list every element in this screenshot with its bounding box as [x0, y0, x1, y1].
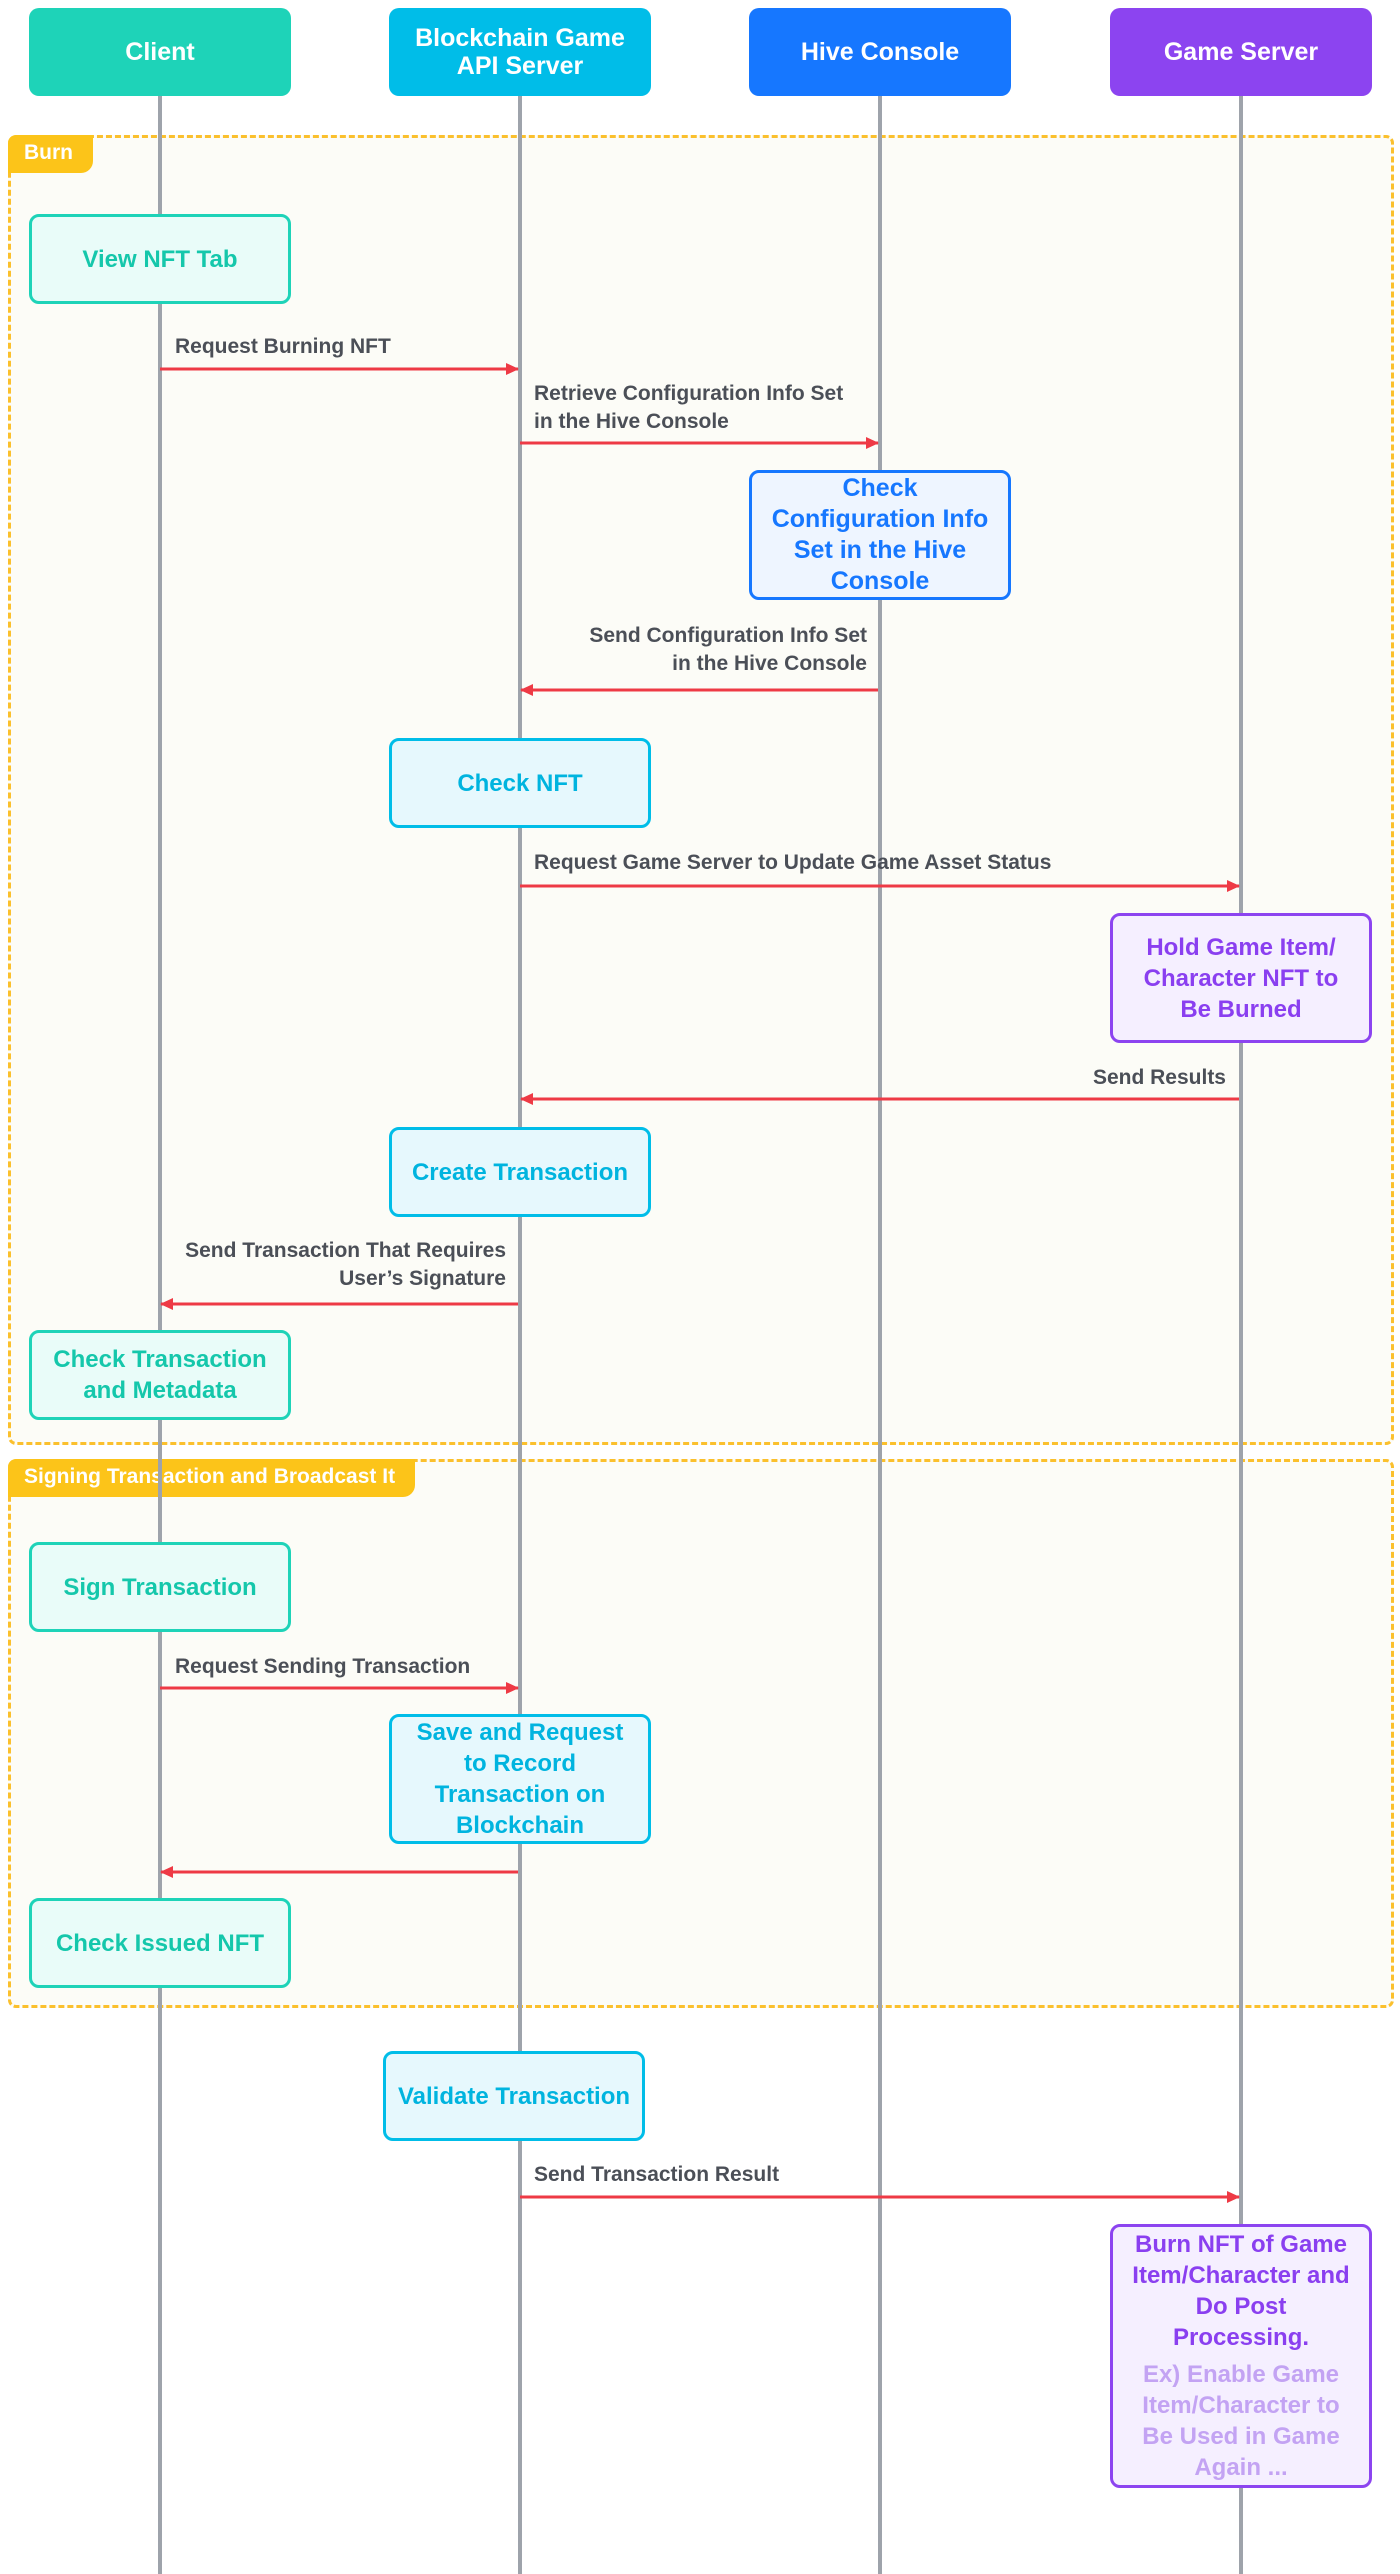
participant-api-server-label: Blockchain Game API Server	[415, 24, 625, 80]
msg-send-config: Send Configuration Info Set in the Hive …	[560, 622, 867, 678]
msg-send-tx-signature-line1: Send Transaction That Requires	[185, 1239, 506, 1262]
msg-retrieve-config-line1: Retrieve Configuration Info Set	[534, 382, 844, 405]
burn-frame: Burn	[8, 135, 1394, 1445]
msg-send-config-line1: Send Configuration Info Set	[589, 624, 867, 647]
burn-frame-label: Burn	[8, 135, 93, 173]
box-check-issued-nft: Check Issued NFT	[29, 1898, 291, 1988]
msg-retrieve-config-line2: in the Hive Console	[534, 410, 729, 433]
msg-send-results: Send Results	[1092, 1066, 1226, 1089]
box-check-configuration: Check Configuration Info Set in the Hive…	[749, 470, 1011, 600]
msg-send-config-line2: in the Hive Console	[672, 652, 867, 675]
box-view-nft-tab: View NFT Tab	[29, 214, 291, 304]
box-validate-transaction: Validate Transaction	[383, 2051, 645, 2141]
msg-send-tx-signature-line2: User’s Signature	[339, 1267, 506, 1290]
box-burn-nft: Burn NFT of Game Item/Character and Do P…	[1110, 2224, 1372, 2488]
signing-frame-label: Signing Transaction and Broadcast It	[8, 1459, 416, 1497]
box-hold-game-item: Hold Game Item/ Character NFT to Be Burn…	[1110, 913, 1372, 1043]
participant-game-server: Game Server	[1110, 8, 1372, 96]
game-lifeline	[1239, 96, 1243, 2574]
box-check-nft: Check NFT	[389, 738, 651, 828]
hive-lifeline	[878, 96, 882, 2574]
msg-send-tx-result: Send Transaction Result	[534, 2163, 780, 2186]
api-lifeline	[518, 96, 522, 2574]
box-burn-nft-text: Burn NFT of Game Item/Character and Do P…	[1132, 2231, 1350, 2351]
box-create-transaction: Create Transaction	[389, 1127, 651, 1217]
participant-api-server: Blockchain Game API Server	[389, 8, 651, 96]
box-save-request-record: Save and Request to Record Transaction o…	[389, 1714, 651, 1844]
msg-request-update: Request Game Server to Update Game Asset…	[534, 851, 1052, 874]
box-burn-nft-note: Ex) Enable Game Item/Character to Be Use…	[1142, 2361, 1340, 2481]
msg-request-burning: Request Burning NFT	[175, 335, 391, 358]
msg-retrieve-config: Retrieve Configuration Info Set in the H…	[534, 380, 843, 436]
msg-request-sending: Request Sending Transaction	[175, 1655, 471, 1678]
participant-client: Client	[29, 8, 291, 96]
msg-send-tx-signature: Send Transaction That Requires User’s Si…	[160, 1237, 506, 1293]
participant-hive-console: Hive Console	[749, 8, 1011, 96]
box-sign-transaction: Sign Transaction	[29, 1542, 291, 1632]
box-check-transaction-metadata: Check Transaction and Metadata	[29, 1330, 291, 1420]
